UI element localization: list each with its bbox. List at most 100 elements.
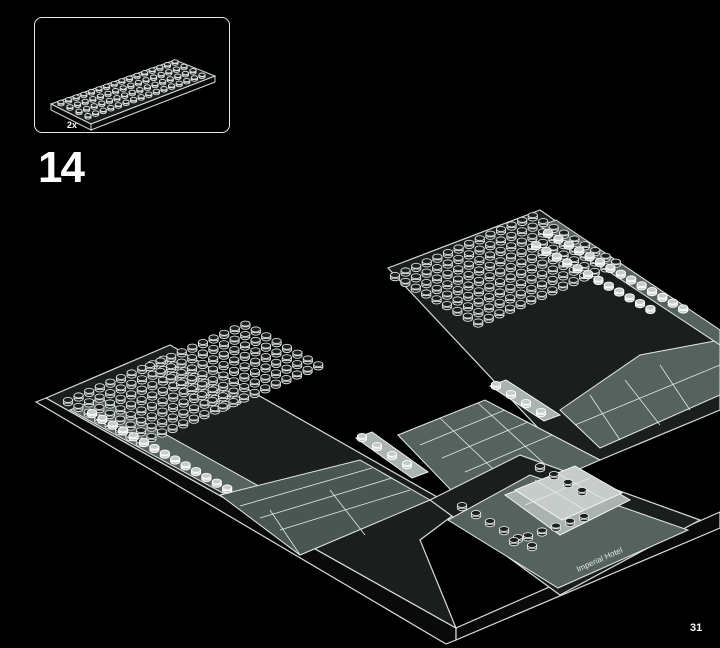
dark-stud <box>442 280 453 290</box>
dark-stud <box>292 360 303 370</box>
plate-icon-front <box>90 75 216 131</box>
dark-stud <box>87 89 95 96</box>
dark-stud <box>494 309 505 319</box>
dark-stud <box>474 245 485 255</box>
dark-stud <box>83 398 95 408</box>
light-stud <box>574 246 585 256</box>
light-stud <box>356 433 368 443</box>
dark-stud <box>136 406 147 416</box>
dark-stud <box>536 280 548 290</box>
light-stud <box>118 426 129 436</box>
dark-stud <box>75 108 83 116</box>
dark-stud <box>127 82 135 90</box>
dark-stud <box>136 416 147 426</box>
dark-stud <box>146 401 158 411</box>
dark-stud <box>547 275 558 285</box>
dark-stud <box>291 370 303 380</box>
dark-stud <box>188 414 199 424</box>
dark-stud <box>239 362 250 372</box>
dark-stud <box>94 393 105 403</box>
light-stud <box>371 442 383 452</box>
dark-stud <box>610 258 622 268</box>
dark-stud <box>463 260 474 270</box>
light-stud <box>603 281 614 291</box>
dark-stud <box>516 268 527 278</box>
dark-stud <box>506 242 517 252</box>
light-stud <box>201 472 212 482</box>
grid-line <box>279 489 411 531</box>
light-stud <box>505 390 517 400</box>
dark-stud <box>73 402 84 412</box>
dark-stud <box>197 359 208 369</box>
dark-stud <box>484 251 496 261</box>
grid-line <box>574 364 720 426</box>
light-stud <box>645 304 656 314</box>
light-stud <box>615 269 626 279</box>
dark-stud <box>84 387 95 397</box>
dark-stud <box>515 289 526 299</box>
dark-stud <box>74 101 82 109</box>
dark-stud <box>485 241 496 251</box>
dark-stud <box>150 74 158 82</box>
dark-stud <box>147 381 158 391</box>
grid-line <box>441 421 529 459</box>
dark-stud <box>110 80 118 88</box>
dark-stud <box>94 383 105 393</box>
dark-stud <box>72 94 80 101</box>
dark-stud <box>239 383 250 393</box>
light-stud <box>605 263 616 273</box>
dark-stud <box>474 256 485 266</box>
dark-stud <box>167 413 178 423</box>
light-stud <box>222 484 233 494</box>
dark-stud <box>484 293 495 303</box>
dark-stud <box>228 377 239 387</box>
dark-stud <box>240 331 251 341</box>
dark-stud <box>105 378 116 388</box>
dark-stud <box>292 349 303 359</box>
light-stud <box>582 270 594 280</box>
dark-stud <box>536 290 547 300</box>
dark-stud <box>178 408 189 418</box>
dark-stud <box>470 510 482 520</box>
dark-stud <box>432 253 443 263</box>
grid-line <box>524 477 591 506</box>
dark-gray-plate-icon <box>49 59 217 131</box>
dark-stud <box>462 312 473 322</box>
dark-stud <box>168 392 179 402</box>
dark-stud <box>526 285 537 295</box>
dark-stud <box>484 261 495 271</box>
dark-stud <box>115 405 126 415</box>
dark-stud <box>249 388 260 398</box>
dark-stud <box>527 233 538 243</box>
dark-stud <box>208 334 219 344</box>
dark-stud <box>473 276 485 286</box>
dark-stud <box>218 340 230 350</box>
dark-stud <box>313 361 324 371</box>
grid-line <box>269 509 301 556</box>
light-stud <box>636 281 647 291</box>
light-stud <box>593 275 604 285</box>
dark-stud <box>516 248 527 258</box>
grid-line <box>624 379 661 426</box>
dark-stud <box>498 526 510 536</box>
dark-stud <box>462 302 474 312</box>
dark-stud <box>516 237 527 247</box>
dark-stud <box>151 81 159 89</box>
dark-stud <box>452 296 463 306</box>
dark-stud <box>536 527 548 537</box>
dark-stud <box>207 396 218 406</box>
dark-stud <box>66 104 74 111</box>
dark-stud <box>463 291 474 301</box>
dark-stud <box>180 63 188 71</box>
dark-stud <box>217 402 228 412</box>
light-stud <box>624 293 635 303</box>
dark-stud <box>159 78 167 86</box>
dark-stud <box>146 412 157 422</box>
dark-stud <box>568 277 579 287</box>
dark-stud <box>176 358 187 368</box>
dark-stud <box>218 350 229 360</box>
dark-stud <box>431 284 442 294</box>
dark-stud <box>165 69 173 76</box>
dark-stud <box>250 326 261 336</box>
dark-stud <box>105 97 113 105</box>
